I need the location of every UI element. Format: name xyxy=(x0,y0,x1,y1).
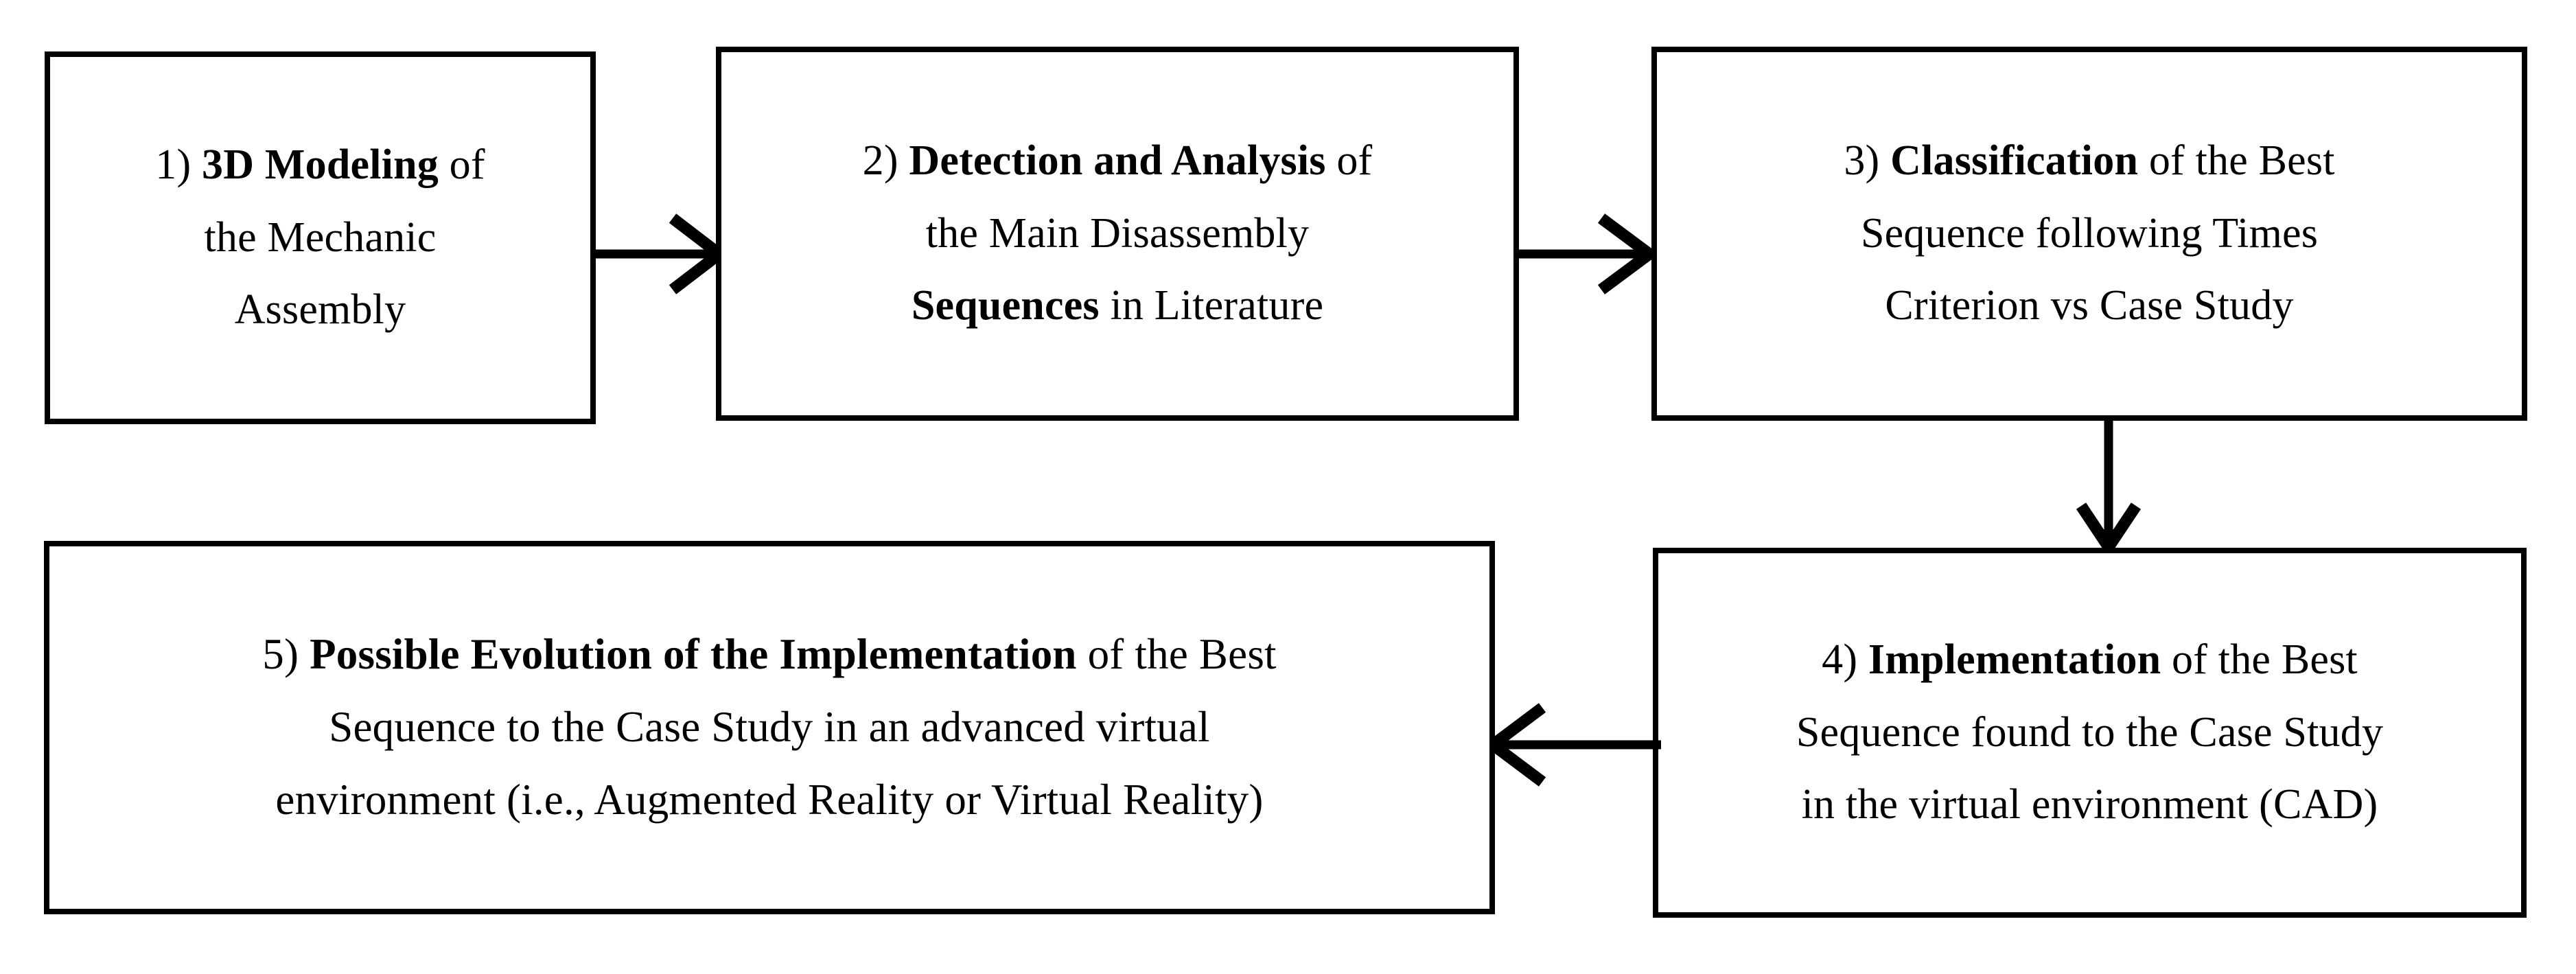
flow-node-text-line: Assembly xyxy=(234,286,406,334)
flow-node-5[interactable]: 5) Possible Evolution of the Implementat… xyxy=(44,541,1495,914)
flow-node-text-line: the Mechanic xyxy=(204,213,437,261)
flow-node-text-line: 3) Classification of the Best xyxy=(1844,137,2335,185)
arrow-node1-to-node2 xyxy=(590,213,729,294)
flow-node-2[interactable]: 2) Detection and Analysis of the Main Dis… xyxy=(716,47,1519,421)
flow-node-text-line: the Main Disassembly xyxy=(925,209,1310,257)
flow-node-text-line: Sequence to the Case Study in an advance… xyxy=(329,703,1210,752)
flow-node-text-line: Criterion vs Case Study xyxy=(1885,282,2294,329)
flow-node-2-text: 2) Detection and Analysis of the Main Dis… xyxy=(839,125,1396,342)
flow-node-text-line: Sequence found to the Case Study xyxy=(1796,708,2384,756)
flow-node-text-line: 4) Implementation of the Best xyxy=(1822,636,2358,684)
flow-node-5-text: 5) Possible Evolution of the Implementat… xyxy=(221,618,1318,836)
flow-node-text-line: 1) 3D Modeling of xyxy=(155,141,485,189)
flow-node-text-line: environment (i.e., Augmented Reality or … xyxy=(275,775,1264,824)
flow-node-text-line: in the virtual environment (CAD) xyxy=(1801,781,2378,828)
arrow-node3-to-node4 xyxy=(2076,415,2142,558)
arrow-node2-to-node3 xyxy=(1513,213,1660,294)
flow-node-text-line: Sequences in Literature xyxy=(911,282,1324,329)
flow-node-text-line: 2) Detection and Analysis of xyxy=(862,137,1373,185)
flow-node-text-line: Sequence following Times xyxy=(1860,209,2319,257)
flow-node-text-line: 5) Possible Evolution of the Implementat… xyxy=(262,630,1277,679)
arrow-node4-to-node5 xyxy=(1483,703,1661,787)
